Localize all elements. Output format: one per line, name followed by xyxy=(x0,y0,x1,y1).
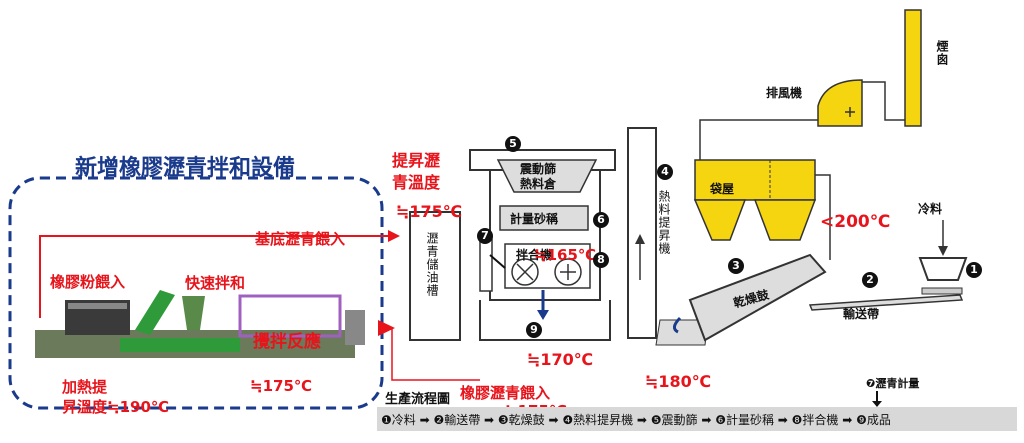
baghouse-hopper-right xyxy=(753,199,817,241)
fast-mix-hopper xyxy=(182,296,205,330)
marker-7: 7 xyxy=(477,228,493,244)
hot-elevator xyxy=(627,127,657,339)
rubber-asphalt-line xyxy=(380,327,480,381)
cold-material-label: 冷料 xyxy=(918,202,943,216)
dryer-discharge xyxy=(673,316,682,334)
weigh-hopper-label: 計量砂稱 xyxy=(510,212,559,226)
elevator-label: 熱料提昇機 xyxy=(657,190,671,255)
base-asphalt-line xyxy=(39,235,395,318)
baghouse-temp-label: <200℃ xyxy=(820,212,891,232)
asphalt-inject xyxy=(489,254,506,269)
cold-feed-chute xyxy=(921,287,963,295)
new-equipment-frame xyxy=(8,176,384,410)
raise-temp-label: 提昇瀝 青溫度 xyxy=(392,151,441,192)
conveyor-belt xyxy=(808,294,964,311)
cold-feed-bin xyxy=(918,257,968,281)
marker-6: 6 xyxy=(593,212,609,228)
weigh-hopper xyxy=(499,205,589,231)
mixer-blades xyxy=(516,263,576,281)
pump xyxy=(345,310,365,345)
baghouse-label: 袋屋 xyxy=(710,182,735,196)
asphalt-tank xyxy=(409,211,461,341)
elevator-boot xyxy=(655,319,709,346)
mixer-shaft-left xyxy=(511,258,539,286)
chimney xyxy=(904,9,922,127)
tank-label: 瀝青儲油槽 xyxy=(425,232,439,297)
rubber-asphalt-feed-label: 橡膠瀝青餵入 xyxy=(460,384,551,402)
tower-legs xyxy=(479,300,611,341)
elevator-up-arrow xyxy=(635,234,645,244)
screen-bin-label: 震動篩 熱料倉 xyxy=(520,162,557,191)
marker-1: 1 xyxy=(966,262,982,278)
mixer-label: 拌合機 xyxy=(516,248,553,262)
cold-feed-arrow xyxy=(938,246,948,256)
output-arrow xyxy=(537,310,549,320)
dryer-drum xyxy=(688,253,827,342)
mixer-shaft-right xyxy=(554,258,582,286)
feeder-detail xyxy=(68,303,127,309)
baghouse-hopper-left xyxy=(693,199,747,241)
marker-8: 8 xyxy=(593,252,609,268)
marker-5: 5 xyxy=(505,136,521,152)
output-temp-label: ≒170℃ xyxy=(527,350,594,369)
dryer-duct xyxy=(815,174,831,260)
rubber-powder-feed-label: 橡膠粉餵入 xyxy=(50,273,126,291)
marker-2: 2 xyxy=(862,272,878,288)
metering-arrow xyxy=(872,401,882,407)
base-asphalt-feed-label: 基底瀝青餵入 xyxy=(255,230,346,248)
marker-4: 4 xyxy=(657,164,673,180)
flow-bar: ❶冷料 ➡ ❷輸送帶 ➡ ❸乾燥鼓 ➡ ❹熱料提昇機 ➡ ❺震動篩 ➡ ❻計量砂… xyxy=(377,407,1017,431)
tank-temp-label: ≒175℃ xyxy=(396,202,463,221)
chimney-label: 煙囪 xyxy=(935,40,949,66)
elevator-temp-label: ≒180℃ xyxy=(645,372,712,391)
screw-conveyor xyxy=(135,290,175,335)
asphalt-weigh-bucket xyxy=(479,235,493,292)
conveyor-label: 輸送帶 xyxy=(843,307,880,321)
page-title: 新增橡膠瀝青拌和設備 xyxy=(75,156,296,181)
heat-raise-temp-label: 加熱提 昇溫度≒190℃ xyxy=(62,378,170,416)
exhaust-fan-label: 排風機 xyxy=(766,86,803,100)
flow-heading: 生產流程圖 xyxy=(385,392,451,407)
reaction-temp-label: ≒175℃ xyxy=(250,377,313,395)
fast-mix-label: 快速拌和 xyxy=(185,274,246,292)
mixer-temp-label: ≒165℃ xyxy=(534,246,597,264)
base-asphalt-arrow xyxy=(388,230,400,242)
exhaust-duct xyxy=(699,119,842,160)
chimney-duct xyxy=(860,81,905,121)
screen-bin xyxy=(496,159,598,193)
marker-3: 3 xyxy=(728,258,744,274)
asphalt-metering-label: ❼瀝青計量 xyxy=(866,377,920,390)
stirring-reactor xyxy=(238,294,342,338)
marker-9: 9 xyxy=(526,322,542,338)
stirring-reaction-label: 攪拌反應 xyxy=(253,332,321,352)
exhaust-fan xyxy=(817,79,863,127)
green-pipe xyxy=(120,338,240,352)
flow-steps: ❶冷料 ➡ ❷輸送帶 ➡ ❸乾燥鼓 ➡ ❹熱料提昇機 ➡ ❺震動篩 ➡ ❻計量砂… xyxy=(381,413,891,427)
